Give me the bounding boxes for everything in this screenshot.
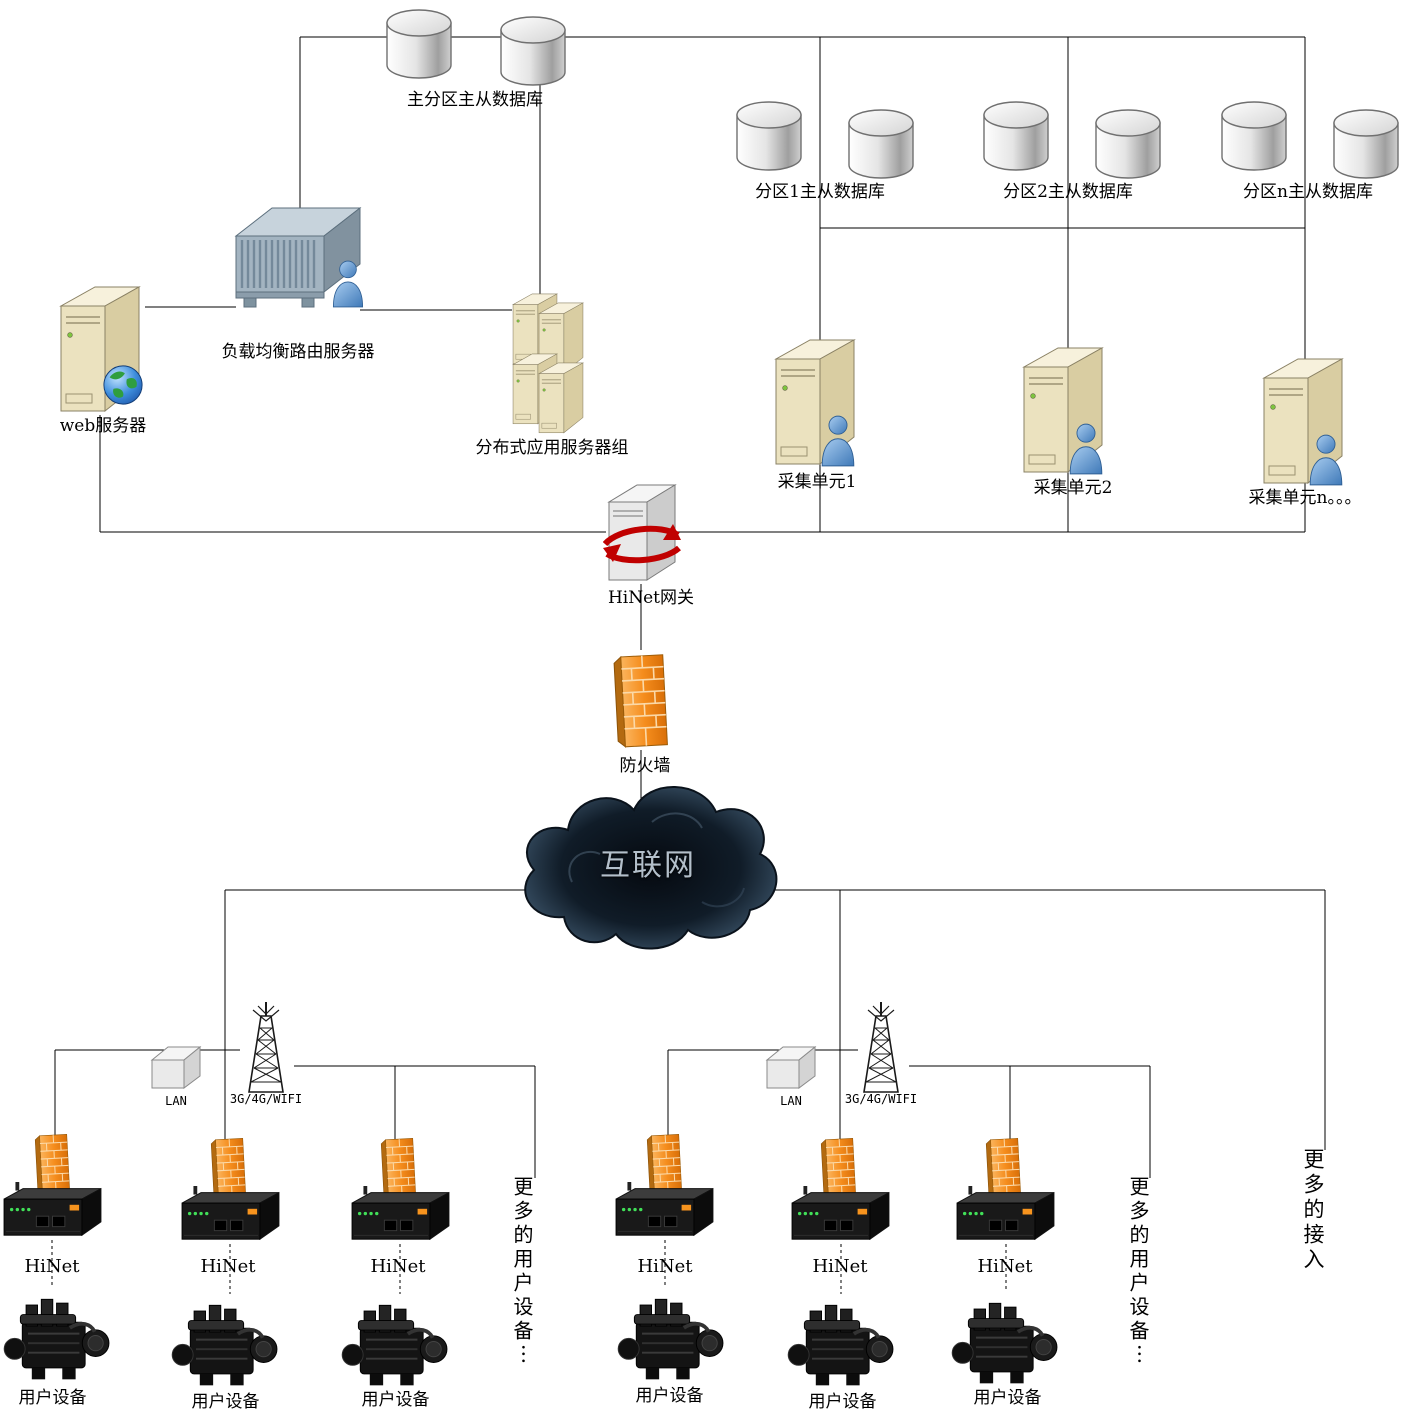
user-device-label-6: 用户设备	[973, 1388, 1042, 1408]
user-device-label-1: 用户设备	[18, 1388, 87, 1408]
globe-icon	[102, 364, 144, 406]
engine-icon-3	[340, 1292, 452, 1392]
hinet-router-icon-1	[0, 1182, 105, 1239]
user-device-label-4: 用户设备	[635, 1386, 704, 1406]
collector-n-person-icon	[1306, 434, 1346, 486]
partition2-db-cylinder-2	[1092, 108, 1164, 182]
collector-n-label: 采集单元n。。。	[1248, 488, 1362, 508]
partition1-db-cylinder-1	[733, 100, 805, 174]
engine-icon-5	[786, 1292, 898, 1392]
partition-n-db-cylinder-2	[1330, 108, 1402, 182]
app-server-group-label: 分布式应用服务器组	[475, 438, 629, 458]
hinet-label-6: HiNet	[977, 1256, 1033, 1277]
partition2-db-cylinder-1	[980, 100, 1052, 174]
internet-label: 互联网	[600, 848, 696, 883]
hinet-label-1: HiNet	[24, 1256, 80, 1277]
firewall-label: 防火墙	[619, 756, 671, 776]
hinet-router-icon-6	[953, 1186, 1058, 1243]
main-db-label: 主分区主从数据库	[407, 90, 543, 110]
hinet-router-icon-2	[178, 1186, 283, 1243]
user-device-label-3: 用户设备	[361, 1390, 430, 1410]
collector1-label: 采集单元1	[777, 472, 857, 492]
partition-n-db-cylinder-1	[1218, 100, 1290, 174]
engine-icon-2	[170, 1292, 282, 1392]
hinet-gateway-icon	[603, 480, 681, 584]
antenna-icon-left	[238, 1000, 294, 1096]
wireless-label-left: 3G/4G/WIFI	[229, 1092, 303, 1106]
main-db-cylinder-2	[497, 15, 569, 89]
partition1-db-cylinder-2	[845, 108, 917, 182]
engine-icon-6	[950, 1290, 1062, 1390]
web-server-label: web服务器	[59, 416, 147, 436]
collector1-person-icon	[818, 415, 858, 467]
user-device-label-2: 用户设备	[191, 1392, 260, 1412]
more-access-label: 更多的接入	[1301, 1148, 1325, 1273]
load-balancer-label: 负载均衡路由服务器	[221, 342, 375, 362]
load-balancer-person-icon	[330, 260, 366, 308]
engine-icon-4	[616, 1286, 728, 1386]
main-firewall-icon	[608, 648, 672, 750]
hinet-label-2: HiNet	[200, 1256, 256, 1277]
hinet-router-icon-3	[348, 1186, 453, 1243]
lan-label-right: LAN	[780, 1094, 802, 1108]
engine-icon-1	[2, 1286, 114, 1386]
partition-n-db-label: 分区n主从数据库	[1243, 182, 1373, 202]
lan-box-icon-right	[763, 1042, 819, 1092]
more-user-devices-label-left: 更多的用户设备⋯	[510, 1176, 534, 1368]
wireless-label-right: 3G/4G/WIFI	[844, 1092, 918, 1106]
antenna-icon-right	[853, 1000, 909, 1096]
user-device-label-5: 用户设备	[808, 1392, 877, 1412]
main-db-cylinder-1	[383, 8, 455, 82]
partition2-db-label: 分区2主从数据库	[1003, 182, 1133, 202]
hinet-label-4: HiNet	[637, 1256, 693, 1277]
hinet-router-icon-4	[612, 1182, 717, 1239]
lan-label-left: LAN	[165, 1094, 187, 1108]
collector2-label: 采集单元2	[1033, 478, 1113, 498]
partition1-db-label: 分区1主从数据库	[755, 182, 885, 202]
collector2-person-icon	[1066, 423, 1106, 475]
hinet-label-5: HiNet	[812, 1256, 868, 1277]
dashed-connectors	[51, 1240, 1007, 1294]
hinet-label-3: HiNet	[370, 1256, 426, 1277]
gateway-label: HiNet网关	[607, 588, 695, 608]
app-server-tower-4	[534, 359, 588, 435]
lan-box-icon-left	[148, 1042, 204, 1092]
hinet-router-icon-5	[788, 1186, 893, 1243]
more-user-devices-label-right: 更多的用户设备⋯	[1126, 1176, 1150, 1368]
